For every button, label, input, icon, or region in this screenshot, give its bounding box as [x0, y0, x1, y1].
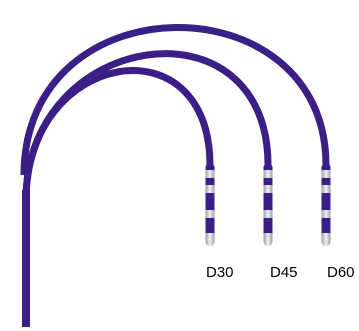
- catheter-d45-tip: [263, 233, 273, 246]
- catheter-d45-electrode-band: [263, 170, 273, 178]
- catheter-d60-electrode-band: [321, 185, 331, 193]
- catheter-d30-electrode-band: [205, 185, 215, 193]
- catheter-d30-curve: [22, 67, 214, 201]
- catheter-d60-curve: [20, 24, 330, 176]
- catheter-d45: [22, 50, 273, 246]
- catheter-d30-electrode-band: [205, 170, 215, 178]
- catheter-d45-electrode-band: [263, 185, 273, 193]
- catheter-label-d30: D30: [206, 264, 234, 281]
- catheter-d60-electrode-band: [321, 170, 331, 178]
- catheter-d45-electrode-band: [263, 210, 273, 218]
- catheter-d30-tip: [205, 233, 215, 246]
- catheter-d30-electrode-band: [205, 210, 215, 218]
- catheter-d60-electrode-band: [321, 210, 331, 218]
- catheter-d60-tip: [321, 233, 331, 246]
- catheter-d30: [22, 67, 215, 246]
- catheter-label-d60: D60: [327, 264, 355, 281]
- catheter-d60: [20, 24, 331, 246]
- catheter-label-d45: D45: [270, 264, 298, 281]
